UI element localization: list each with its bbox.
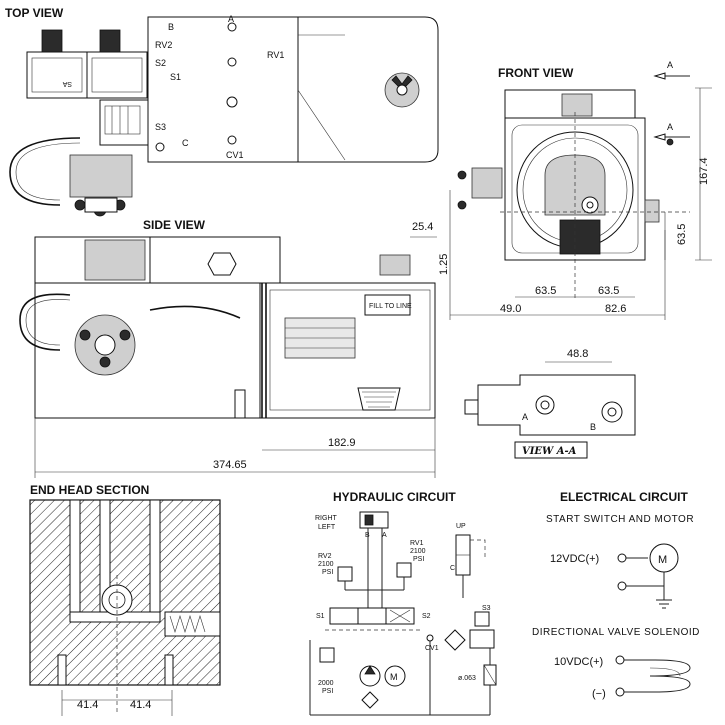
- view-aa-port-b: B: [590, 422, 596, 432]
- hydraulic-title: HYDRAULIC CIRCUIT: [333, 490, 456, 504]
- s2-label: S2: [155, 58, 166, 68]
- section-a-top: A: [667, 60, 673, 70]
- dim-front-right-half: 63.5: [598, 285, 619, 297]
- electrical-circuit: ELECTRICAL CIRCUIT START SWITCH AND MOTO…: [532, 490, 700, 700]
- dim-side-overall-length: 374.65: [213, 459, 247, 471]
- start-switch-title: START SWITCH AND MOTOR: [546, 514, 694, 525]
- hyd-rv2-psi: 2100: [318, 561, 334, 568]
- dim-front-left-half: 63.5: [535, 285, 556, 297]
- top-valve-block: B A RV2 S2 S1 S3 C CV1 RV1: [99, 14, 299, 163]
- hyd-rv2-unit: PSI: [322, 569, 333, 576]
- dim-front-left-total: 49.0: [500, 303, 521, 315]
- top-switch: [69, 154, 133, 217]
- section-a-bottom: A: [667, 122, 673, 132]
- cv1-label: CV1: [226, 150, 244, 160]
- top-view: TOP VIEW SA B A RV2: [5, 6, 439, 217]
- top-view-title: TOP VIEW: [5, 6, 64, 20]
- hyd-port-c: C: [450, 565, 455, 572]
- hyd-relief-psi: 2000: [318, 680, 334, 687]
- dim-view-aa-spacing: 48.8: [567, 348, 588, 360]
- solenoid-coils: SA: [26, 29, 148, 99]
- solenoid-coil: [649, 659, 691, 693]
- hyd-s3: S3: [482, 605, 491, 612]
- hyd-rv2: RV2: [318, 553, 332, 560]
- hyd-right: RIGHT: [315, 515, 338, 522]
- dim-front-right-height: 63.5: [676, 224, 688, 245]
- fill-to-line-label: FILL TO LINE: [369, 303, 412, 310]
- dim-side-gap: 1.25: [438, 254, 450, 275]
- dim-side-tank-length: 182.9: [328, 437, 356, 449]
- solenoid-negative: (−): [592, 688, 606, 700]
- dim-front-right-total: 82.6: [605, 303, 626, 315]
- hyd-rv1-unit: PSI: [413, 556, 424, 563]
- hyd-rv1: RV1: [410, 540, 424, 547]
- hyd-relief-unit: PSI: [322, 688, 333, 695]
- hyd-left: LEFT: [318, 524, 336, 531]
- port-c-label: C: [182, 138, 189, 148]
- elec-motor: M: [658, 554, 667, 566]
- hyd-port-a: A: [382, 532, 387, 539]
- side-view-title: SIDE VIEW: [143, 218, 206, 232]
- view-aa: 48.8 A B VIEW A-A: [477, 348, 636, 459]
- hyd-s1: S1: [316, 613, 325, 620]
- start-voltage: 12VDC(+): [550, 553, 599, 565]
- dim-side-port: 25.4: [412, 221, 433, 233]
- hyd-rv1-psi: 2100: [410, 548, 426, 555]
- view-aa-caption: VIEW A-A: [522, 446, 577, 457]
- dim-front-height: 167.4: [698, 157, 710, 185]
- top-hose: [9, 137, 81, 206]
- solenoid-voltage: 10VDC(+): [554, 656, 603, 668]
- s1-label: S1: [170, 72, 181, 82]
- svg-text:SA: SA: [62, 80, 72, 87]
- port-a-label: A: [228, 14, 234, 24]
- hyd-up: UP: [456, 523, 466, 530]
- s3-label: S3: [155, 122, 166, 132]
- front-view: FRONT VIEW A A 167.4 63.5 63.5: [449, 60, 712, 320]
- end-head-title: END HEAD SECTION: [30, 483, 149, 497]
- hyd-cv1: CV1: [425, 645, 439, 652]
- end-head-section: END HEAD SECTION 41.4 41.4: [29, 483, 221, 716]
- solenoid-title: DIRECTIONAL VALVE SOLENOID: [532, 627, 700, 638]
- dim-end-head-left: 41.4: [77, 699, 98, 711]
- hyd-s2: S2: [422, 613, 431, 620]
- front-view-title: FRONT VIEW: [498, 66, 574, 80]
- top-motor: [297, 16, 439, 163]
- port-b-label: B: [168, 22, 174, 32]
- hyd-motor: M: [390, 672, 398, 682]
- dim-end-head-right: 41.4: [130, 699, 151, 711]
- side-view: SIDE VIEW FILL TO LINE 25.4 1.25: [19, 218, 480, 478]
- electrical-title: ELECTRICAL CIRCUIT: [560, 490, 688, 504]
- rv2-label: RV2: [155, 40, 172, 50]
- hyd-orifice: ø.063: [458, 675, 476, 682]
- view-aa-port-a: A: [522, 412, 528, 422]
- rv1-label: RV1: [267, 50, 284, 60]
- hydraulic-circuit: HYDRAULIC CIRCUIT RIGHT LEFT B A RV2 210…: [309, 490, 497, 716]
